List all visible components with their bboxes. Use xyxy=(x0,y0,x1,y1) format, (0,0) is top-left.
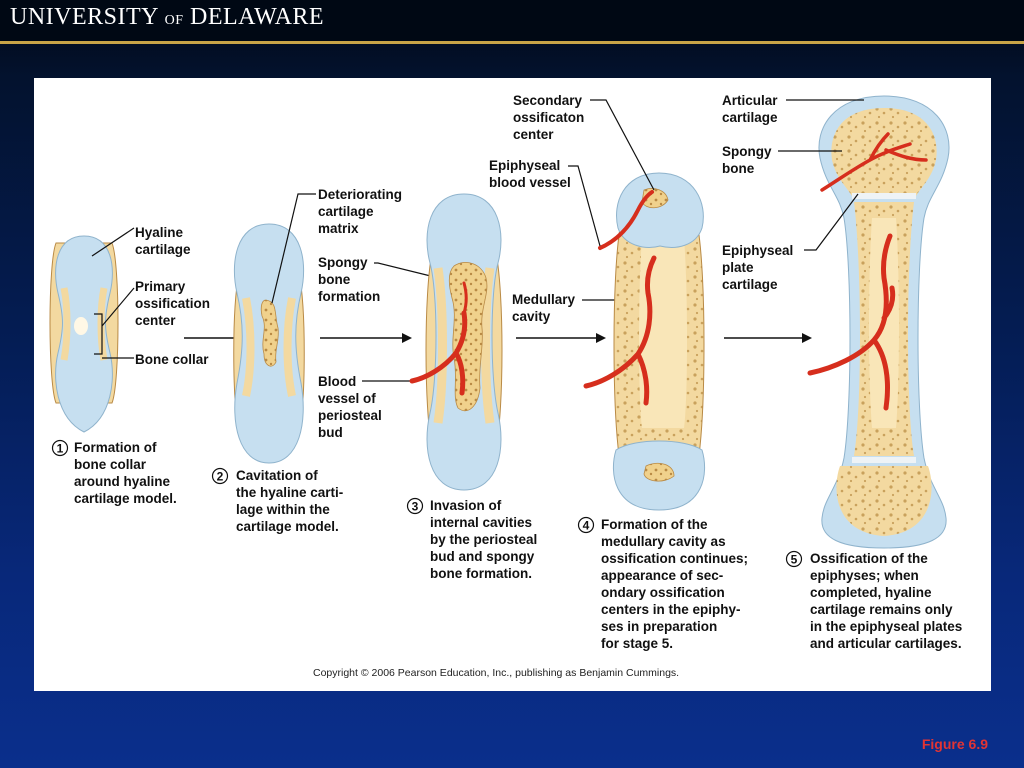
caption-1-line-1: Formation of xyxy=(74,440,157,455)
caption-3-line-4: bud and spongy xyxy=(430,549,535,564)
stage-1-number: 1 xyxy=(57,442,64,456)
diagram-panel: Hyaline cartilage Primary ossification c… xyxy=(34,78,991,691)
caption-4-line-5: ondary ossification xyxy=(601,585,725,600)
caption-1-line-3: around hyaline xyxy=(74,474,171,489)
label-bone-collar: Bone collar xyxy=(135,352,209,367)
caption-5-line-6: and articular cartilages. xyxy=(810,636,962,651)
leader-secondary xyxy=(590,99,655,191)
caption-3-line-3: by the periosteal xyxy=(430,532,537,547)
label-medullary-2: cavity xyxy=(512,309,551,324)
caption-5-line-5: in the epiphyseal plates xyxy=(810,619,962,634)
label-plate-1: Epiphyseal xyxy=(722,243,793,258)
header-bar: UNIVERSITY OF DELAWARE xyxy=(0,0,1024,42)
caption-4-line-3: ossification continues; xyxy=(601,551,748,566)
leader-deteriorating xyxy=(271,193,316,304)
label-secondary-2: ossificaton xyxy=(513,110,584,125)
stage-3-number-circle xyxy=(406,497,424,515)
caption-4-line-4: appearance of sec- xyxy=(601,568,723,583)
caption-4-line-1: Formation of the xyxy=(601,517,708,532)
bracket-collar xyxy=(94,313,103,355)
label-epiphyseal-vessel-2: blood vessel xyxy=(489,175,571,190)
stage-1-number-circle xyxy=(51,439,69,457)
caption-2-line-2: the hyaline carti- xyxy=(236,485,343,500)
caption-4-line-2: medullary cavity as xyxy=(601,534,726,549)
caption-5-line-4: cartilage remains only xyxy=(810,602,953,617)
label-hyaline-cartilage-1: Hyaline xyxy=(135,225,184,240)
header-rule xyxy=(0,41,1024,44)
label-primary-3: center xyxy=(135,313,176,328)
caption-5-line-1: Ossification of the xyxy=(810,551,928,566)
leader-epiphyseal-vessel xyxy=(568,165,601,247)
label-primary-2: ossification xyxy=(135,296,210,311)
label-spongy-formation-3: formation xyxy=(318,289,380,304)
label-spongy-formation-1: Spongy xyxy=(318,255,368,270)
label-deteriorating-3: matrix xyxy=(318,221,359,236)
stage-5-number: 5 xyxy=(791,553,798,567)
caption-4-line-8: for stage 5. xyxy=(601,636,673,651)
leader-hyaline xyxy=(91,227,135,257)
stage-2-bone xyxy=(233,223,305,464)
stage-5-number-circle xyxy=(785,550,803,568)
caption-2-line-1: Cavitation of xyxy=(236,468,318,483)
caption-4-line-6: centers in the epiphy- xyxy=(601,602,741,617)
caption-3-line-5: bone formation. xyxy=(430,566,532,581)
stage-4-number: 4 xyxy=(583,519,590,533)
stage-2-number-circle xyxy=(211,467,229,485)
stage-5-bone xyxy=(807,95,950,549)
caption-3-line-1: Invasion of xyxy=(430,498,502,513)
figure-label: Figure 6.9 xyxy=(921,736,988,752)
label-plate-3: cartilage xyxy=(722,277,778,292)
label-medullary-1: Medullary xyxy=(512,292,576,307)
stage-3-number: 3 xyxy=(412,500,419,514)
label-blood-vessel-3: periosteal xyxy=(318,408,382,423)
label-primary-1: Primary xyxy=(135,279,186,294)
caption-1-line-2: bone collar xyxy=(74,457,147,472)
leader-primary xyxy=(101,287,135,327)
label-hyaline-cartilage-2: cartilage xyxy=(135,242,191,257)
label-deteriorating-2: cartilage xyxy=(318,204,374,219)
label-deteriorating-1: Deteriorating xyxy=(318,187,402,202)
caption-2-line-4: cartilage model. xyxy=(236,519,339,534)
university-logo: UNIVERSITY OF DELAWARE xyxy=(10,4,325,30)
leader-plate xyxy=(804,193,859,251)
caption-4-line-7: ses in preparation xyxy=(601,619,717,634)
stage-4-bone xyxy=(583,172,705,511)
stage-2-number: 2 xyxy=(217,470,224,484)
stage-3-bone xyxy=(409,193,503,491)
label-spongy-bone-2: bone xyxy=(722,161,755,176)
label-blood-vessel-4: bud xyxy=(318,425,343,440)
stage-4-number-circle xyxy=(577,516,595,534)
stage-1-bone xyxy=(49,235,119,433)
caption-3-line-2: internal cavities xyxy=(430,515,532,530)
label-articular-1: Articular xyxy=(722,93,778,108)
caption-2-line-3: lage within the xyxy=(236,502,330,517)
caption-1-line-4: cartilage model. xyxy=(74,491,177,506)
label-plate-2: plate xyxy=(722,260,754,275)
label-secondary-1: Secondary xyxy=(513,93,583,108)
label-articular-2: cartilage xyxy=(722,110,778,125)
label-epiphyseal-vessel-1: Epiphyseal xyxy=(489,158,560,173)
label-spongy-formation-2: bone xyxy=(318,272,351,287)
caption-5-line-2: epiphyses; when xyxy=(810,568,919,583)
copyright-line: Copyright © 2006 Pearson Education, Inc.… xyxy=(313,667,679,679)
label-spongy-bone-1: Spongy xyxy=(722,144,772,159)
label-blood-vessel-1: Blood xyxy=(318,374,356,389)
caption-5-line-3: completed, hyaline xyxy=(810,585,932,600)
label-secondary-3: center xyxy=(513,127,554,142)
ossification-diagram: Hyaline cartilage Primary ossification c… xyxy=(49,93,962,679)
label-blood-vessel-2: vessel of xyxy=(318,391,376,406)
